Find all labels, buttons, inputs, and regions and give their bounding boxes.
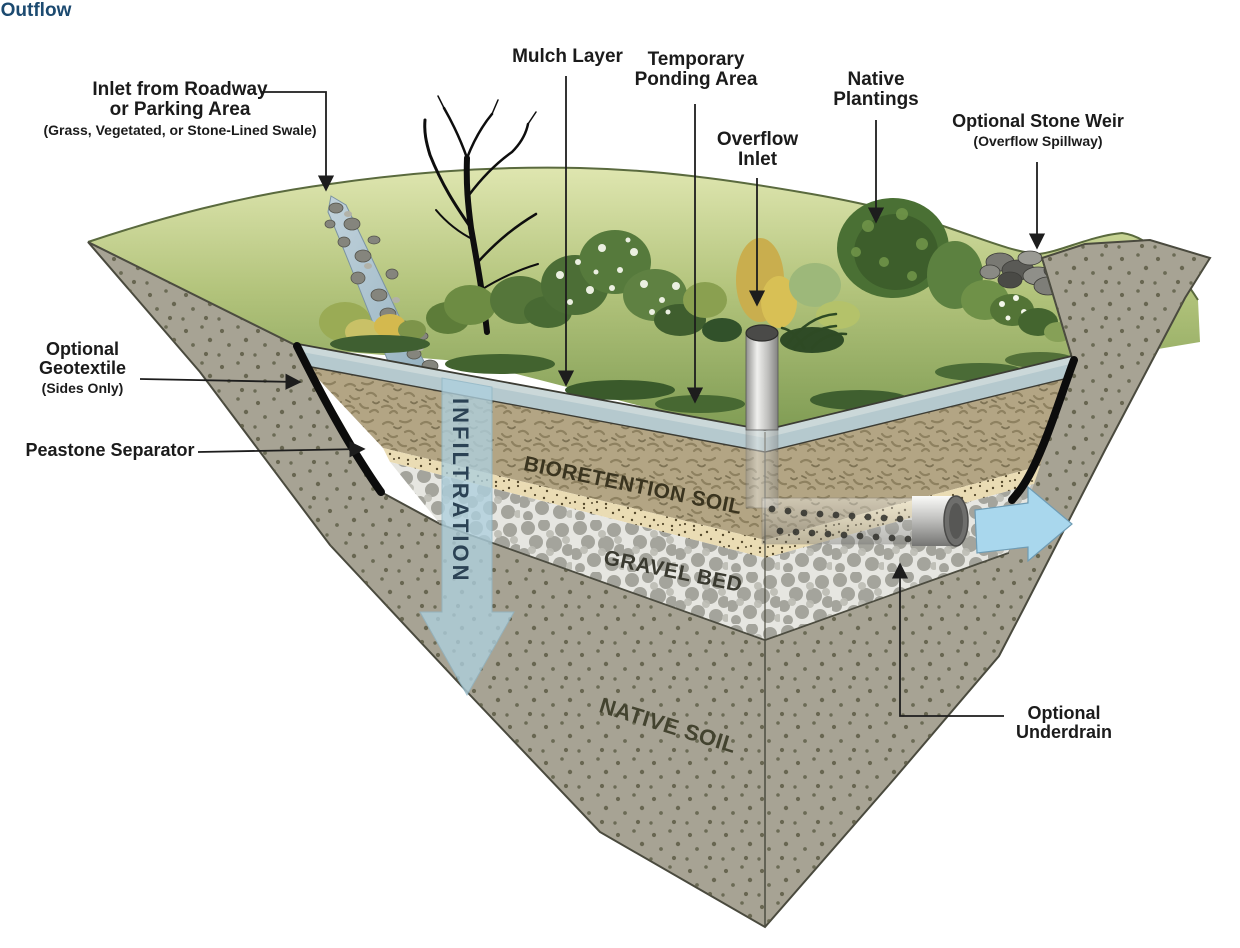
native-tree xyxy=(837,198,949,298)
label-temporary-ponding: Temporary Ponding Area xyxy=(634,49,758,90)
basin-layers xyxy=(297,343,1073,641)
label-underdrain: Optional Underdrain xyxy=(1015,703,1112,742)
plantings xyxy=(319,95,1106,413)
label-infiltration: INFILTRATION xyxy=(448,398,473,584)
label-geotextile: Optional Geotextile (Sides Only) xyxy=(38,339,127,396)
flowering-bushes xyxy=(541,230,706,336)
pipe-perforations xyxy=(768,505,912,543)
infiltration-arrow-icon xyxy=(419,377,515,697)
label-inlet: Inlet from Roadway or Parking Area (Gras… xyxy=(30,80,330,138)
pipes xyxy=(745,324,969,547)
label-overflow-inlet: Overflow Inlet xyxy=(716,129,799,170)
label-inlet-line1: Inlet from Roadway xyxy=(92,79,268,100)
label-peastone: Peastone Separator xyxy=(25,440,195,460)
fern-plant xyxy=(780,312,848,353)
label-native-plantings: Native Plantings xyxy=(833,69,919,110)
gravel-layer xyxy=(390,462,1034,640)
native-soil-mass xyxy=(87,238,1212,929)
label-stone-weir: Optional Stone Weir (Overflow Spillway) xyxy=(952,111,1124,149)
leader-lines xyxy=(139,76,1046,717)
label-inlet-sub: (Grass, Vegetated, or Stone-Lined Swale) xyxy=(43,121,317,138)
overflow-inlet-pipe xyxy=(745,324,779,431)
label-outflow: Outflow xyxy=(0,0,72,21)
outflow-arrow-icon xyxy=(974,485,1073,563)
label-mulch-layer: Mulch Layer xyxy=(512,46,623,67)
label-inlet-line2: or Parking Area xyxy=(109,98,251,120)
